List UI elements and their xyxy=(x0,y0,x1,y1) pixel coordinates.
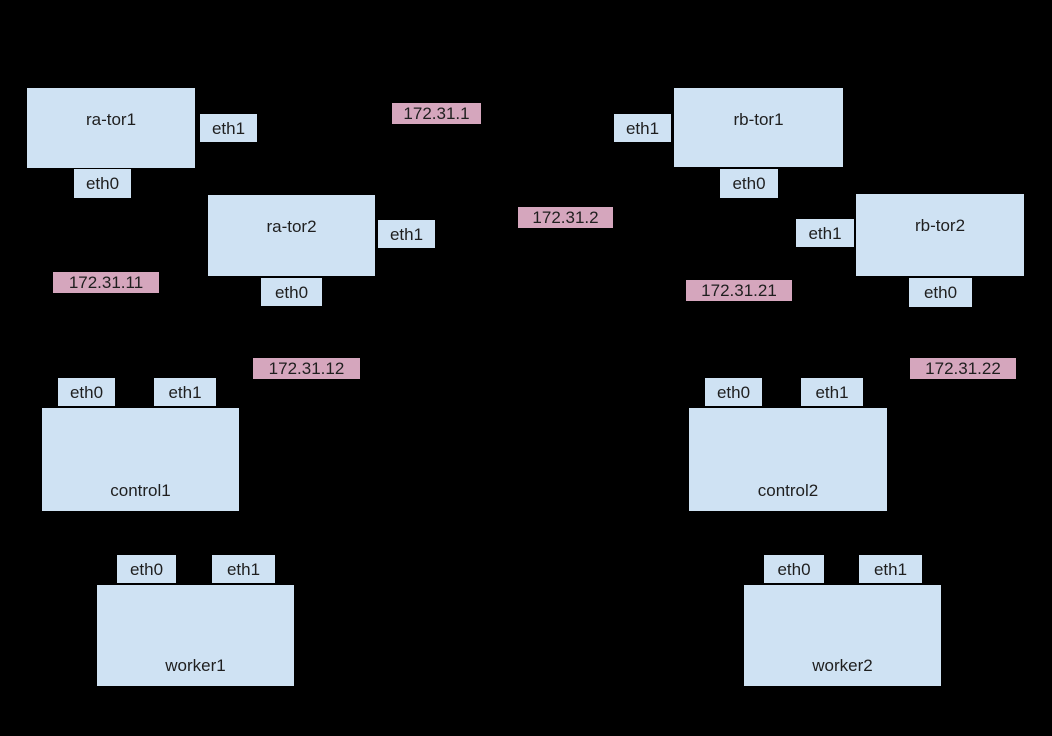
port-label: eth0 xyxy=(274,282,309,302)
node-label: worker2 xyxy=(812,656,873,675)
node-label: ra-tor1 xyxy=(85,110,137,129)
node-worker1: worker1 xyxy=(96,584,295,687)
ip-label-172.31.1: 172.31.1 xyxy=(392,103,481,124)
ip-label-172.31.21: 172.31.21 xyxy=(686,280,792,301)
port-control1-eth1: eth1 xyxy=(153,377,217,407)
port-worker1-eth0: eth0 xyxy=(116,554,177,584)
node-label: ra-tor2 xyxy=(266,217,317,236)
ip-label-text: 172.31.22 xyxy=(925,359,1001,378)
port-label: eth1 xyxy=(211,118,246,138)
node-control1: control1 xyxy=(41,407,240,512)
port-ra-tor2-eth1: eth1 xyxy=(377,219,436,249)
port-label: eth0 xyxy=(923,283,958,302)
node-label: control1 xyxy=(110,481,171,500)
node-rb-tor2: rb-tor2 xyxy=(855,193,1025,277)
port-label: eth1 xyxy=(873,559,908,579)
port-label: eth1 xyxy=(226,559,261,579)
ip-label-text: 172.31.11 xyxy=(68,273,144,292)
port-rb-tor1-eth0: eth0 xyxy=(719,168,779,199)
port-rb-tor2-eth0: eth0 xyxy=(908,277,973,308)
node-worker2: worker2 xyxy=(743,584,942,687)
port-control2-eth0: eth0 xyxy=(704,377,763,407)
port-rb-tor1-eth1: eth1 xyxy=(613,113,672,143)
port-label: eth0 xyxy=(85,174,120,193)
node-label: rb-tor2 xyxy=(914,216,966,235)
node-ra-tor1: ra-tor1 xyxy=(26,87,196,169)
ip-label-text: 172.31.1 xyxy=(403,104,470,123)
port-worker2-eth1: eth1 xyxy=(858,554,923,584)
ip-label-172.31.22: 172.31.22 xyxy=(910,358,1016,379)
node-label: worker1 xyxy=(165,656,226,675)
port-control2-eth1: eth1 xyxy=(800,377,864,407)
ip-label-text: 172.31.21 xyxy=(701,281,777,300)
ip-label-text: 172.31.2 xyxy=(532,208,599,227)
port-rb-tor2-eth1: eth1 xyxy=(795,218,855,248)
ip-label-172.31.2: 172.31.2 xyxy=(518,207,613,228)
node-label: rb-tor1 xyxy=(733,110,784,129)
ip-label-text: 172.31.12 xyxy=(268,359,345,378)
port-label: eth1 xyxy=(625,118,660,138)
ip-label-172.31.11: 172.31.11 xyxy=(53,272,159,293)
port-label: eth1 xyxy=(808,223,842,243)
port-label: eth1 xyxy=(168,382,202,402)
port-label: eth0 xyxy=(129,559,164,579)
port-label: eth0 xyxy=(716,382,751,402)
port-label: eth1 xyxy=(389,224,424,244)
port-ra-tor1-eth1: eth1 xyxy=(199,113,258,143)
port-worker1-eth1: eth1 xyxy=(211,554,276,584)
ip-label-172.31.12: 172.31.12 xyxy=(253,358,360,379)
node-rb-tor1: rb-tor1 xyxy=(673,87,844,168)
port-ra-tor2-eth0: eth0 xyxy=(260,277,323,307)
port-label: eth0 xyxy=(777,559,811,579)
port-label: eth0 xyxy=(732,174,766,193)
port-ra-tor1-eth0: eth0 xyxy=(73,168,132,199)
port-label: eth1 xyxy=(815,382,849,402)
node-control2: control2 xyxy=(688,407,888,512)
port-label: eth0 xyxy=(69,382,104,402)
node-label: control2 xyxy=(757,481,819,500)
port-worker2-eth0: eth0 xyxy=(763,554,825,584)
port-control1-eth0: eth0 xyxy=(57,377,116,407)
node-ra-tor2: ra-tor2 xyxy=(207,194,376,277)
